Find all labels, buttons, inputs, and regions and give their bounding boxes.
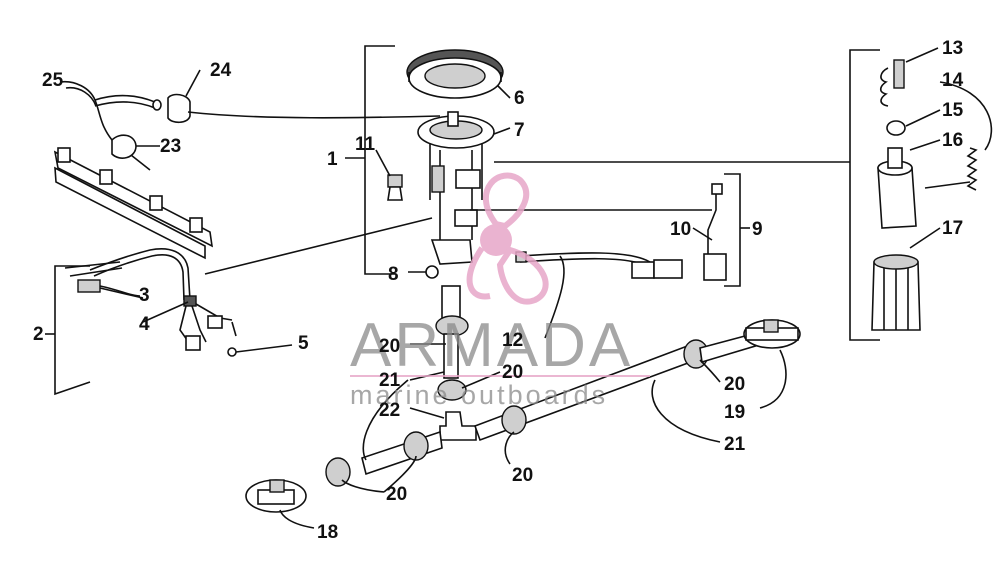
watermark: ARMADA marine outboards [350,172,650,410]
callout-5: 5 [298,333,309,354]
wiring-harness [64,248,293,357]
callout-23: 23 [160,136,181,157]
fuel-tube-assembly [245,285,801,513]
callout-20-lower: 20 [512,465,533,486]
watermark-brand: ARMADA [350,311,633,380]
pump-module [417,111,495,279]
callout-19: 19 [724,402,745,423]
fuel-rail [53,147,214,260]
lock-ring [406,49,504,99]
callout-20-upper: 20 [379,336,400,357]
callout-labels: 1 2 3 4 5 6 7 8 9 10 11 12 13 14 15 16 1… [33,38,964,543]
callout-21-right: 21 [724,434,746,455]
callout-14: 14 [942,70,964,91]
callout-3: 3 [139,285,150,306]
in-tank-pump [871,59,978,331]
sender-wire [515,183,727,281]
callout-8: 8 [388,264,399,285]
callout-10: 10 [670,219,691,240]
callout-21-left: 21 [379,370,401,391]
callout-16: 16 [942,130,963,151]
callout-20-bottom: 20 [386,484,407,505]
callout-15: 15 [942,100,964,121]
callout-4: 4 [139,314,150,335]
callout-1: 1 [327,149,338,170]
callout-6: 6 [514,88,525,109]
fitting [387,174,403,201]
callout-9: 9 [752,219,763,240]
callout-18: 18 [317,522,338,543]
leader-lines [45,45,993,529]
callout-22: 22 [379,400,400,421]
callout-2: 2 [33,324,44,345]
callout-24: 24 [210,60,232,81]
propeller-logo-icon [466,172,549,305]
watermark-tagline: marine outboards [350,380,608,410]
fuel-hose-assembly [59,80,441,171]
callout-20-mid: 20 [502,362,523,383]
callout-20-right: 20 [724,374,745,395]
callout-25: 25 [42,70,64,91]
callout-12: 12 [502,330,523,351]
callout-17: 17 [942,218,963,239]
callout-13: 13 [942,38,963,59]
callout-7: 7 [514,120,525,141]
callout-11: 11 [355,134,376,155]
